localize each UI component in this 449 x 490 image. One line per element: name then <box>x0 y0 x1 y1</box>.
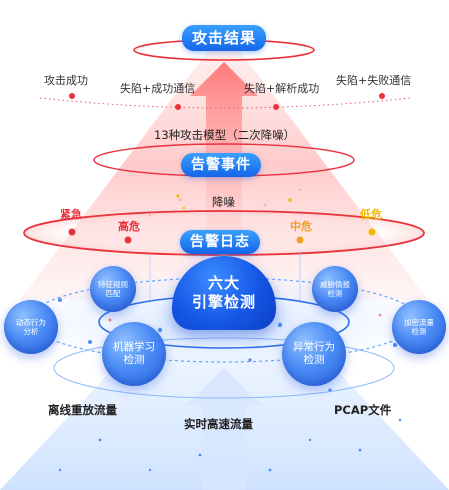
detector-machine-learning: 机器学习 检测 <box>102 322 166 386</box>
attack-model-text: 13种攻击模型（二次降噪） <box>154 128 296 142</box>
detector-ml-l1: 机器学习 <box>113 340 155 353</box>
alert-logs-pill: 告警日志 <box>180 230 260 254</box>
yellow-particles <box>176 194 292 210</box>
result-dot-2 <box>175 104 181 110</box>
detector-feature-rule-l1: 特征规则 <box>98 279 128 289</box>
detector-encrypted-l1: 加密流量 <box>404 317 434 327</box>
result-compromised-resolve-success: 失陷+解析成功 <box>244 82 320 95</box>
result-compromised-comm-success: 失陷+成功通信 <box>120 82 196 95</box>
result-compromised-comm-failure: 失陷+失败通信 <box>336 74 412 87</box>
severity-dot-medium <box>296 236 304 244</box>
severity-dot-low <box>368 228 376 236</box>
source-pcap-file: PCAP文件 <box>334 403 392 417</box>
pink-particles <box>38 313 382 332</box>
attack-result-title: 攻击结果 <box>182 25 267 51</box>
severity-medium: 中危 <box>290 220 312 233</box>
six-engine-detection-core: 六大 引擎检测 <box>172 256 276 330</box>
denoise-text: 降噪 <box>212 195 235 209</box>
alert-events-pill: 告警事件 <box>181 153 261 177</box>
detector-dynamic-l2: 分析 <box>23 327 39 336</box>
severity-low: 低危 <box>360 208 382 221</box>
result-dot-1 <box>69 93 75 99</box>
results-arc <box>39 97 411 109</box>
engine-line1: 六大 <box>207 273 240 292</box>
detector-threat-intel: 威胁情报 检测 <box>312 266 358 312</box>
red-particles <box>148 138 302 217</box>
source-offline-replay: 离线重放流量 <box>48 403 117 417</box>
severity-urgent: 紧急 <box>60 208 82 221</box>
detector-feature-rule-l2: 匹配 <box>105 289 121 298</box>
detector-anomaly-l2: 检测 <box>303 354 325 366</box>
detector-anomaly-l1: 异常行为 <box>293 340 335 353</box>
severity-dot-urgent <box>68 228 76 236</box>
detector-threat-intel-l2: 检测 <box>327 289 343 298</box>
detector-dynamic-behavior: 动态行为 分析 <box>4 300 58 354</box>
result-dot-4 <box>379 93 385 99</box>
detector-ml-l2: 检测 <box>123 354 145 366</box>
detector-encrypted-l2: 检测 <box>411 327 427 336</box>
severity-dot-high <box>124 236 132 244</box>
detector-dynamic-l1: 动态行为 <box>16 317 46 327</box>
severity-high: 高危 <box>118 220 140 233</box>
engine-line2: 引擎检测 <box>191 293 256 311</box>
source-realtime-traffic: 实时高速流量 <box>184 417 253 431</box>
detector-anomaly-behavior: 异常行为 检测 <box>282 322 346 386</box>
result-attack-success: 攻击成功 <box>44 74 88 87</box>
detector-threat-intel-l1: 威胁情报 <box>320 279 350 289</box>
disk-lower-ring <box>53 337 395 399</box>
detector-feature-rule: 特征规则 匹配 <box>90 266 136 312</box>
result-dot-3 <box>273 104 279 110</box>
input-arrow <box>186 368 262 490</box>
detector-encrypted-traffic: 加密流量 检测 <box>392 300 446 354</box>
